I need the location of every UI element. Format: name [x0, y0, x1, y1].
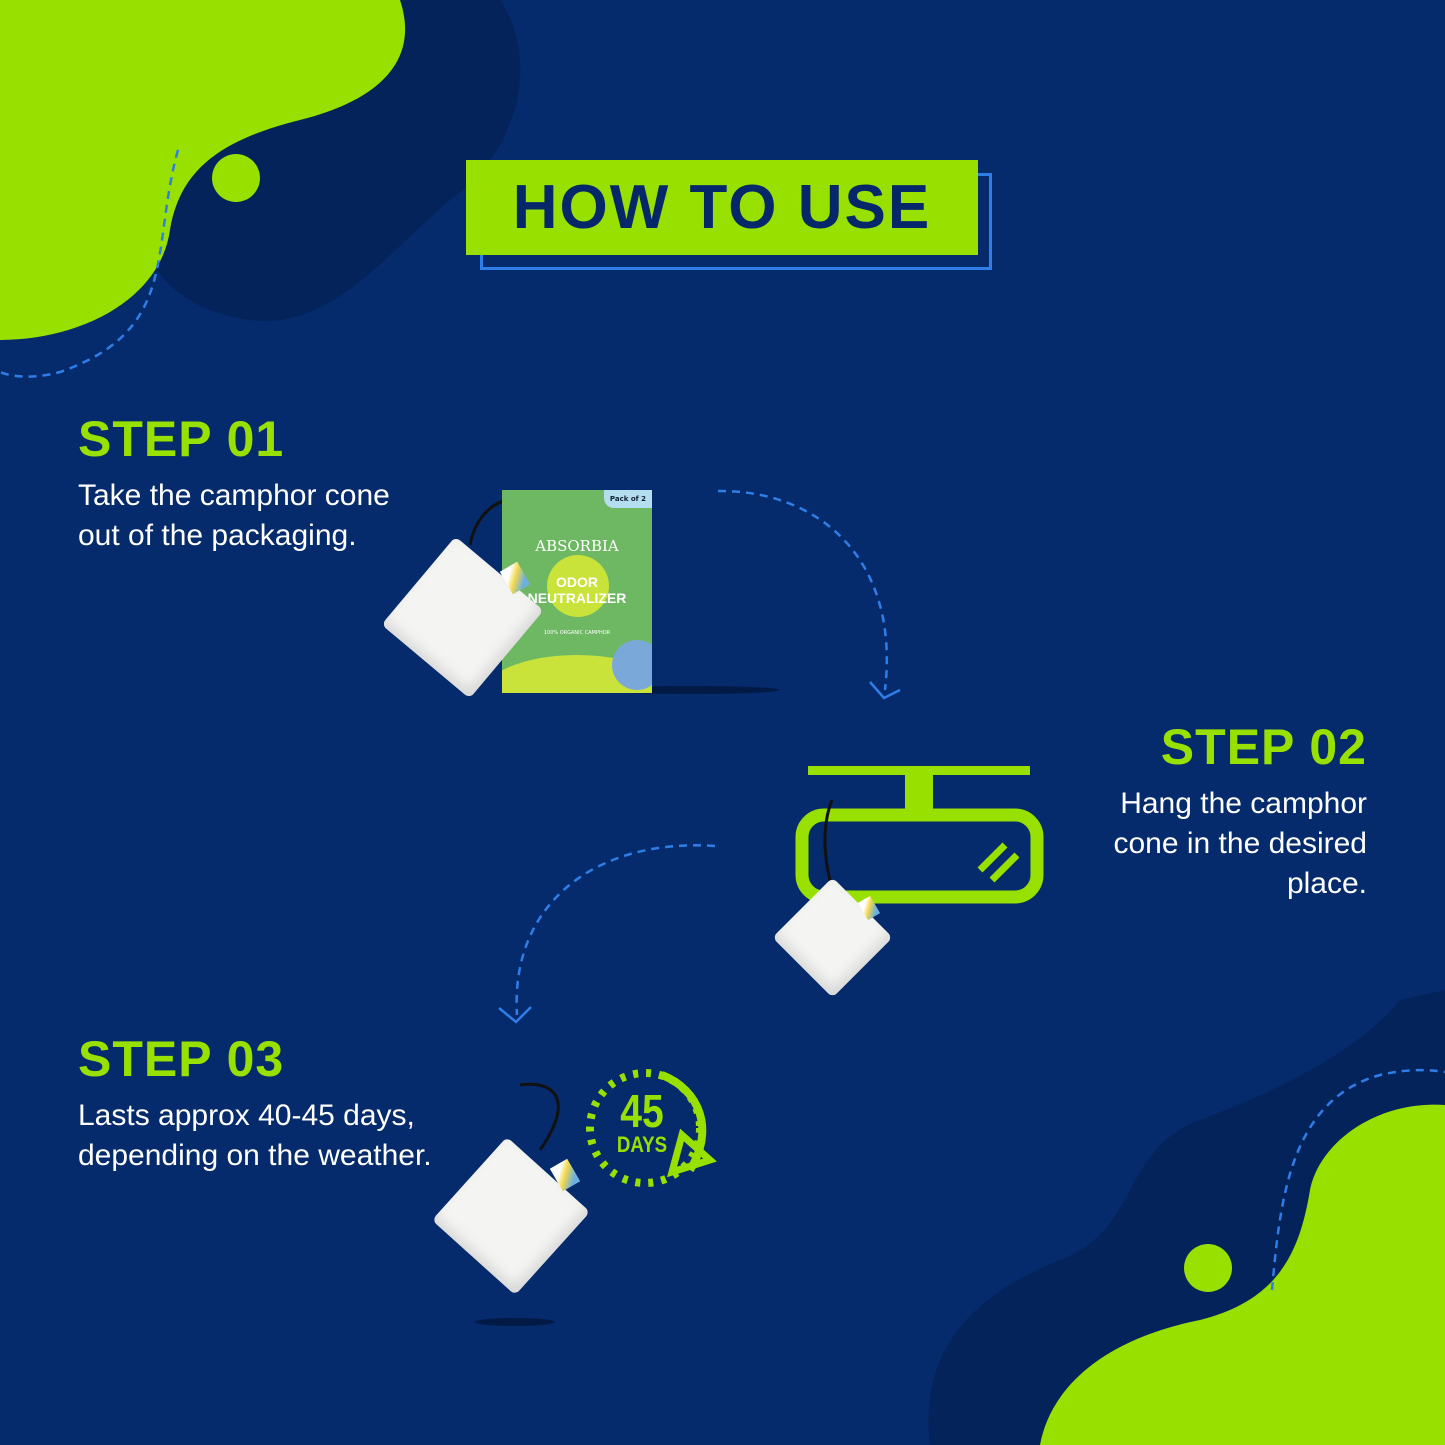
timer-label: 45 DAYS: [598, 1088, 686, 1156]
step-01-text: Take the camphor cone out of the packagi…: [78, 479, 390, 552]
title-banner: HOW TO USE: [466, 160, 978, 255]
step-01-title: STEP 01: [78, 411, 285, 467]
lime-dot-bottom: [1184, 1244, 1232, 1292]
product-name-line1: ODOR: [556, 574, 598, 590]
arrow-step1-to-2: [717, 489, 888, 691]
product-box: Pack of 2 ABSORBIA ODOR NEUTRALIZER 100%…: [502, 490, 652, 693]
product-subtitle: 100% ORGANIC CAMPHOR: [543, 630, 611, 636]
pack-badge: Pack of 2: [603, 490, 652, 508]
timer-unit: DAYS: [616, 1132, 668, 1157]
step-03-title: STEP 03: [78, 1031, 285, 1087]
step-02-title: STEP 02: [1160, 719, 1367, 775]
arrow-step2-to-3: [515, 844, 716, 1016]
lime-blob-top: [0, 0, 406, 340]
lime-blob-bottom: [1040, 1104, 1445, 1445]
timer-number: 45: [620, 1085, 664, 1137]
timer-icon: [586, 1069, 717, 1187]
step-03-text: Lasts approx 40-45 days, depending on th…: [78, 1099, 432, 1172]
step-02-text: Hang the camphor cone in the desired pla…: [1113, 787, 1367, 900]
lime-dot-top: [212, 154, 260, 202]
product-name-line2: NEUTRALIZER: [527, 590, 627, 606]
brand-name: ABSORBIA: [535, 537, 619, 555]
mirror-icon: [795, 766, 1044, 904]
page-title: HOW TO USE: [512, 173, 932, 242]
